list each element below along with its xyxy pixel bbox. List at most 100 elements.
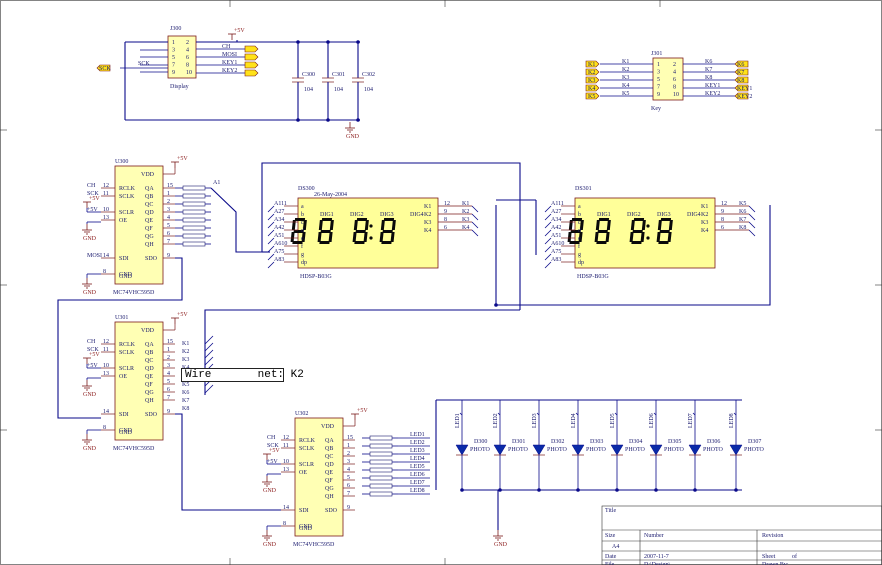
- bus-entry[interactable]: [544, 253, 552, 261]
- key-port-left[interactable]: K2: [585, 68, 600, 76]
- port-shape[interactable]: [244, 61, 259, 69]
- key-port-left[interactable]: K4: [585, 84, 600, 92]
- bus-entry[interactable]: [471, 213, 479, 221]
- key-port-left[interactable]: K5: [585, 92, 600, 100]
- port-shape[interactable]: [734, 68, 749, 76]
- segment-resistor[interactable]: [182, 241, 206, 247]
- bus-entry[interactable]: [267, 253, 275, 261]
- port-shape[interactable]: [585, 84, 600, 92]
- bus-entry[interactable]: [748, 229, 756, 237]
- bus-entry[interactable]: [471, 205, 479, 213]
- bus-entry[interactable]: [267, 229, 275, 237]
- j300-port[interactable]: [244, 61, 259, 69]
- j300-port[interactable]: [244, 53, 259, 61]
- bus-entry[interactable]: [544, 213, 552, 221]
- segment-resistor[interactable]: [182, 209, 206, 215]
- port-shape[interactable]: [734, 84, 749, 92]
- led-resistor[interactable]: [369, 491, 393, 497]
- key-port-left[interactable]: K1: [585, 60, 600, 68]
- bus-entry[interactable]: [497, 412, 501, 416]
- bus-entry[interactable]: [204, 335, 214, 345]
- bus-entry[interactable]: [748, 205, 756, 213]
- bus-entry[interactable]: [204, 342, 214, 352]
- port-shape[interactable]: [244, 69, 259, 77]
- segment-resistor[interactable]: [182, 225, 206, 231]
- bus-entry[interactable]: [267, 221, 275, 229]
- bus-entry[interactable]: [544, 205, 552, 213]
- port-shape[interactable]: [734, 60, 749, 68]
- j300-port[interactable]: [244, 69, 259, 77]
- bus-entry[interactable]: [748, 221, 756, 229]
- bus-entry[interactable]: [204, 356, 214, 366]
- port-shape[interactable]: [244, 53, 259, 61]
- chain-wire[interactable]: [175, 413, 281, 511]
- segment-resistor[interactable]: [182, 201, 206, 207]
- bus-entry[interactable]: [544, 261, 552, 269]
- bus-entry[interactable]: [267, 213, 275, 221]
- led-resistor[interactable]: [369, 475, 393, 481]
- key-port-right[interactable]: K8: [734, 76, 749, 84]
- bus-entry[interactable]: [733, 412, 737, 416]
- led-resistor[interactable]: [369, 459, 393, 465]
- bus-wire[interactable]: [204, 309, 520, 324]
- j301-body[interactable]: [652, 57, 684, 101]
- sck-port[interactable]: SCK: [96, 64, 111, 72]
- bus-entry[interactable]: [544, 237, 552, 245]
- bus-entry[interactable]: [267, 245, 275, 253]
- chip-u301-body[interactable]: [114, 321, 164, 441]
- bus-entry[interactable]: [459, 412, 463, 416]
- key-port-right[interactable]: K7: [734, 68, 749, 76]
- bus-entry[interactable]: [471, 221, 479, 229]
- bus-entry[interactable]: [267, 205, 275, 213]
- port-shape[interactable]: [585, 92, 600, 100]
- segment-resistor[interactable]: [182, 217, 206, 223]
- bus-entry[interactable]: [653, 412, 657, 416]
- bus-entry[interactable]: [471, 229, 479, 237]
- port-shape[interactable]: [585, 60, 600, 68]
- bus-entry[interactable]: [204, 384, 214, 394]
- port-shape[interactable]: [244, 45, 259, 53]
- chip-u300-body[interactable]: [114, 165, 164, 285]
- port-shape[interactable]: [585, 68, 600, 76]
- key-port-right[interactable]: KEY1: [734, 84, 752, 92]
- key-port-left[interactable]: K3: [585, 76, 600, 84]
- bus-entry[interactable]: [544, 245, 552, 253]
- bus-entry[interactable]: [267, 237, 275, 245]
- bus-wire[interactable]: [496, 205, 771, 306]
- bus-entry[interactable]: [536, 412, 540, 416]
- port-shape[interactable]: [96, 64, 111, 72]
- j300-port[interactable]: [244, 45, 259, 53]
- bus-entry[interactable]: [614, 412, 618, 416]
- bus-entry[interactable]: [575, 412, 579, 416]
- j300-body[interactable]: [167, 35, 197, 79]
- segment-resistor[interactable]: [182, 233, 206, 239]
- chip-u302-body[interactable]: [294, 417, 344, 537]
- led-resistor[interactable]: [369, 451, 393, 457]
- led-resistor[interactable]: [369, 467, 393, 473]
- bus-entry[interactable]: [544, 229, 552, 237]
- chain-wire[interactable]: [57, 257, 183, 419]
- port-shape[interactable]: [585, 76, 600, 84]
- bus-entry[interactable]: [748, 213, 756, 221]
- bus-entry[interactable]: [692, 412, 696, 416]
- key-port-right[interactable]: KEY2: [734, 92, 752, 100]
- led-resistor[interactable]: [369, 435, 393, 441]
